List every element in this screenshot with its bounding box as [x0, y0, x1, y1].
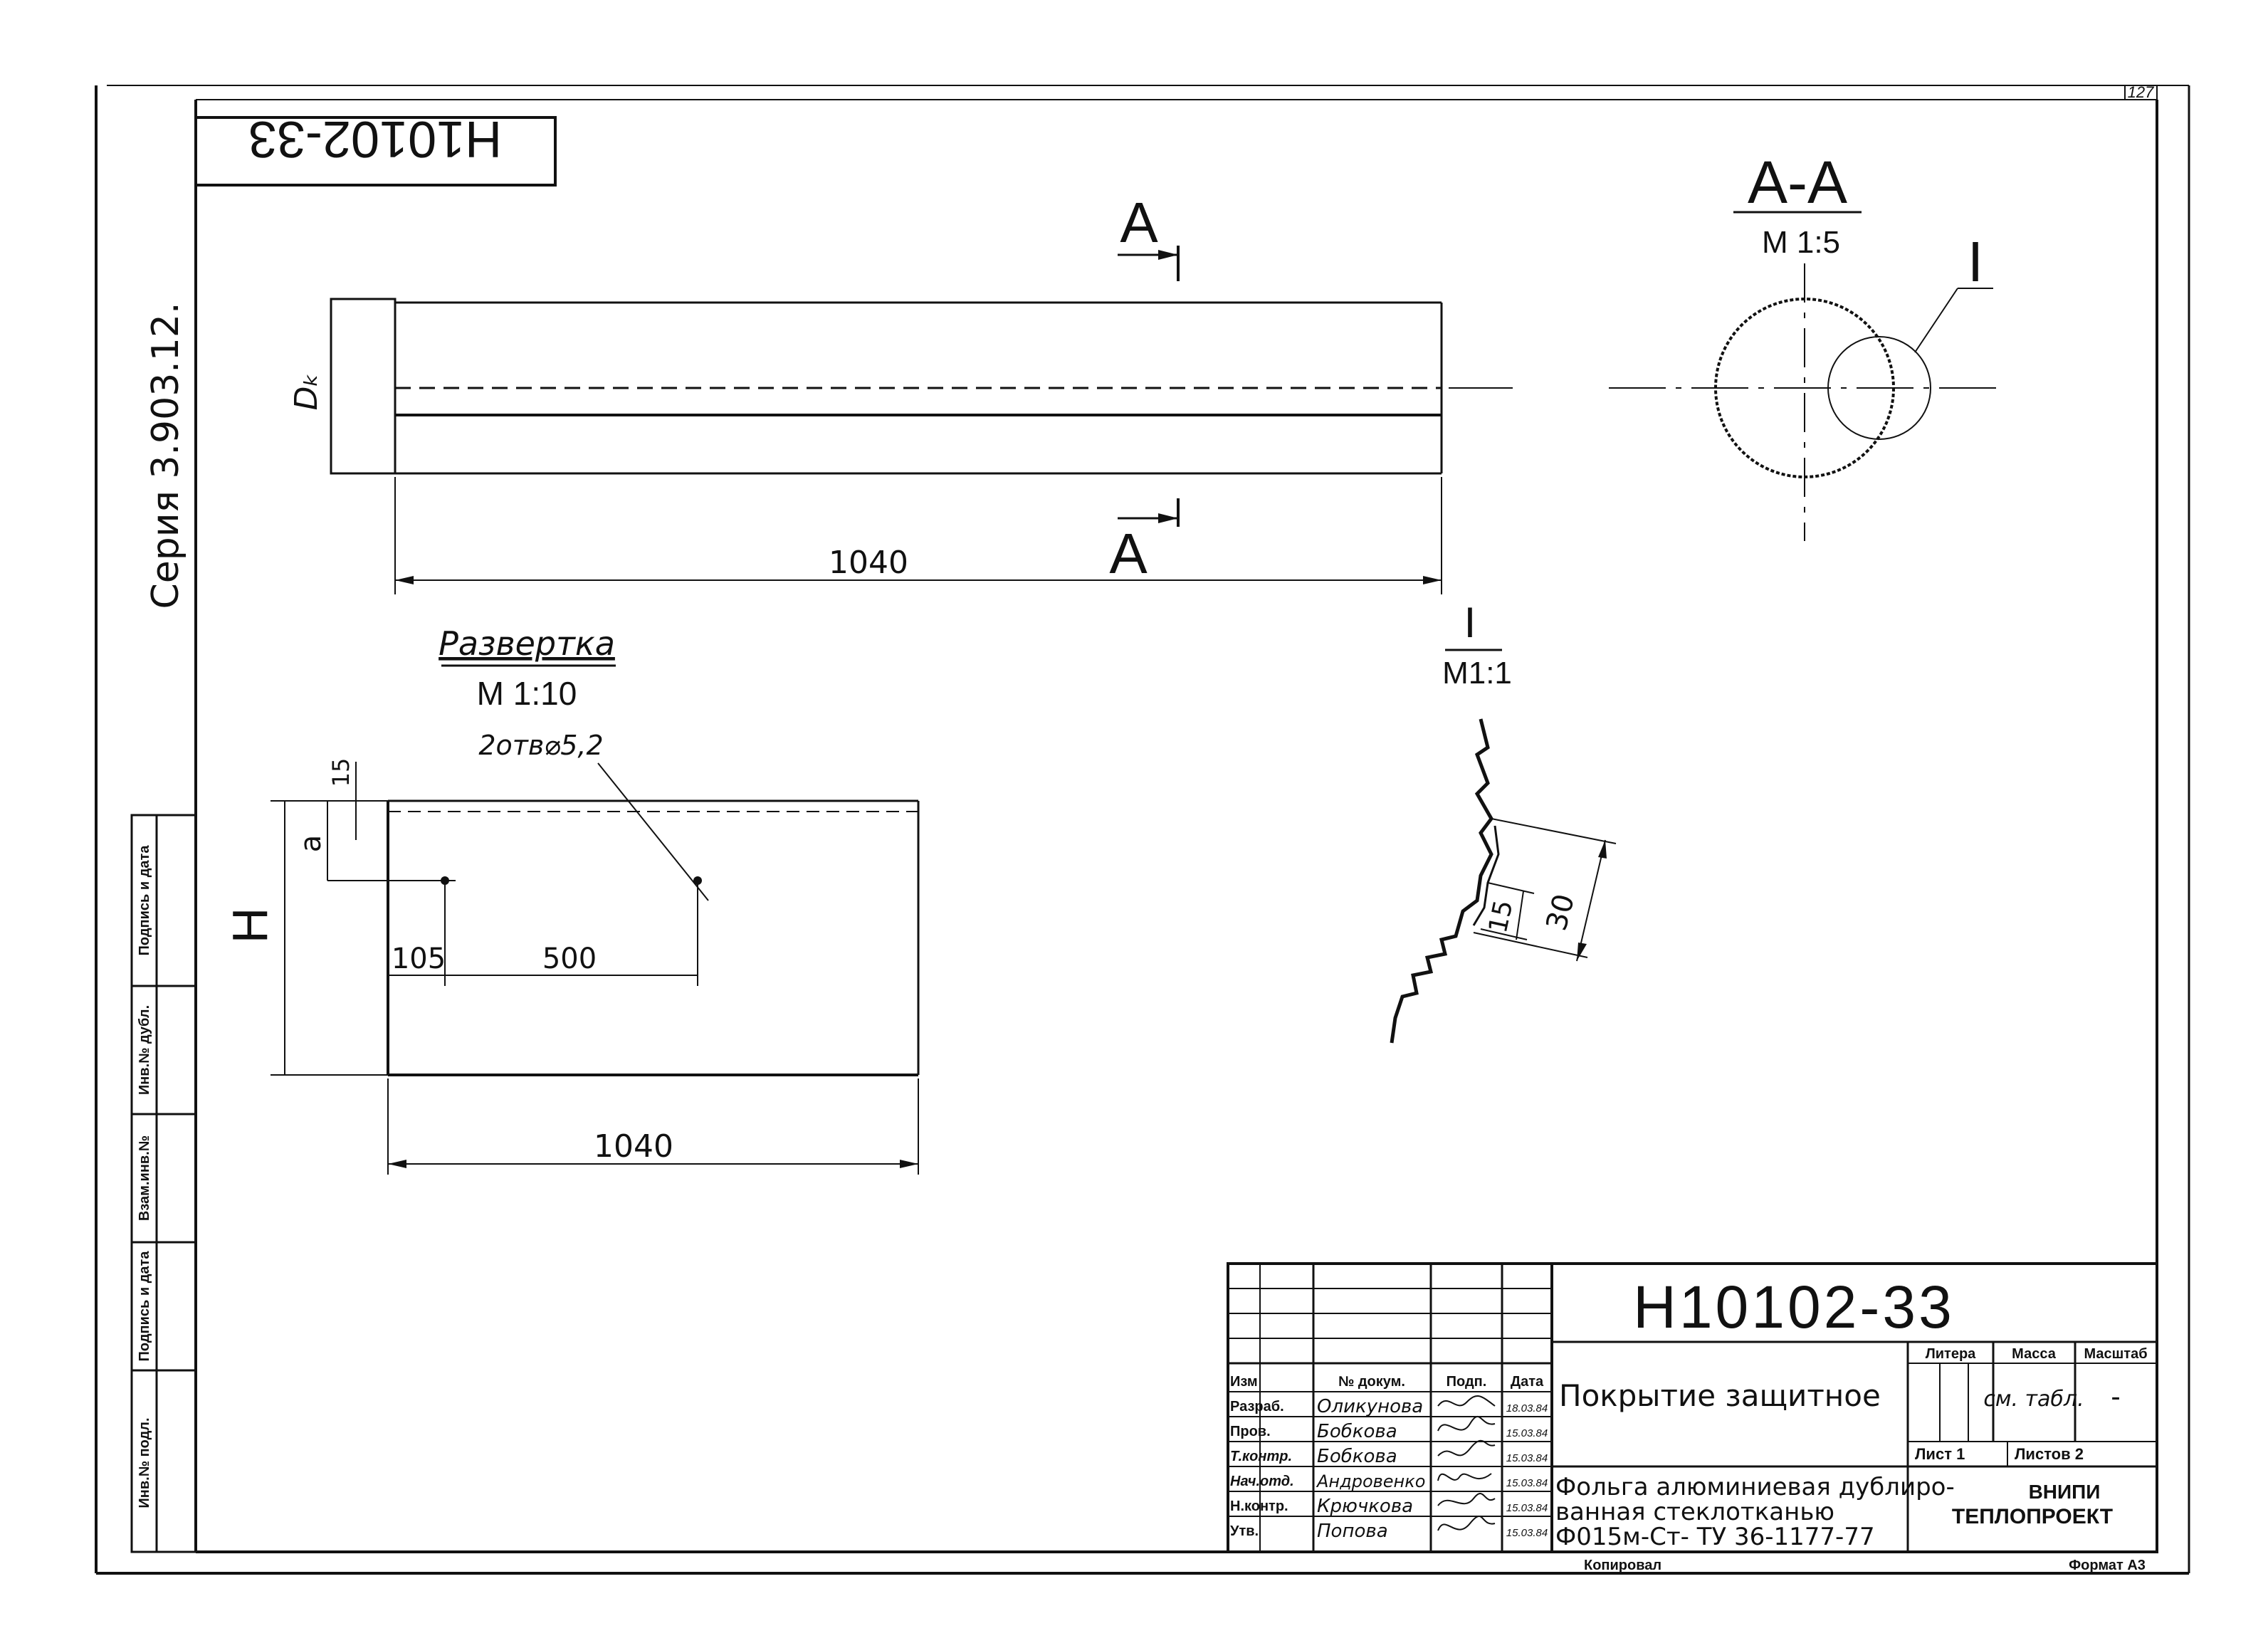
hdr-date: Дата [1511, 1374, 1544, 1390]
scale-label: Масштаб [2084, 1346, 2147, 1362]
unfold-view: Развертка М 1:10 2отв⌀5,2 15 a H 105 500 [222, 624, 920, 1175]
sheet-number: 127 [2128, 83, 2154, 101]
date-4: 15.03.84 [1506, 1502, 1548, 1514]
hdr-izm: Изм [1230, 1374, 1258, 1390]
sheets-label: Листов 2 [2015, 1445, 2084, 1463]
main-view: Dₖ 1040 А А [288, 191, 1513, 594]
signatures [1437, 1395, 1496, 1531]
sheet-label: Лист 1 [1915, 1445, 1965, 1463]
sheet-number-box [2124, 85, 2158, 100]
material-line-3: Ф015м-Ст- ТУ 36-1177-77 [1555, 1523, 1875, 1551]
main-length: 1040 [829, 545, 908, 581]
unfold-title: Развертка [439, 624, 615, 663]
mass-label: Масса [2012, 1346, 2057, 1362]
detail-dim-30: 30 [1540, 891, 1582, 934]
unfold-dim-h: H [222, 908, 278, 944]
title-block [1227, 1262, 2158, 1553]
date-0: 18.03.84 [1506, 1402, 1548, 1415]
section-mark-bottom: А [1109, 522, 1148, 585]
role-4: Н.контр. [1230, 1499, 1288, 1514]
unfold-dim-15: 15 [327, 758, 355, 787]
material-line-1: Фольга алюминиевая дублиро- [1555, 1473, 1955, 1501]
detail-i-scale: М1:1 [1442, 656, 1512, 691]
name-4: Крючкова [1317, 1496, 1413, 1517]
date-3: 15.03.84 [1506, 1477, 1548, 1489]
name-1: Бобкова [1317, 1421, 1397, 1442]
detail-dim-15: 15 [1484, 898, 1519, 935]
unfold-holes: 2отв⌀5,2 [478, 730, 603, 761]
scale-value: - [2111, 1381, 2120, 1412]
diameter-label: Dₖ [288, 373, 325, 411]
title-code: Н10102-33 [1633, 1274, 1955, 1340]
date-1: 15.03.84 [1506, 1427, 1548, 1439]
unfold-dim-105: 105 [392, 943, 446, 975]
role-5: Утв. [1230, 1523, 1259, 1539]
side-stamp-sign-1: Подпись и дата [137, 1251, 152, 1362]
name-3: Андровенко [1316, 1471, 1425, 1491]
mass-value: см. табл. [1983, 1387, 2084, 1412]
hdr-sign: Подп. [1447, 1374, 1487, 1390]
org-line-1: ВНИПИ [2029, 1481, 2101, 1503]
detail-mark: I [1968, 230, 1983, 293]
side-stamp [130, 814, 197, 1553]
title-name: Покрытие защитное [1559, 1378, 1881, 1413]
stamp-code: Н10102-33 [248, 110, 502, 167]
section-mark-top: А [1120, 191, 1158, 254]
detail-i-title: I [1464, 599, 1476, 646]
sheet-frame [95, 85, 2190, 1575]
date-5: 15.03.84 [1506, 1527, 1548, 1539]
copied-label: Копировал [1584, 1558, 1661, 1573]
role-3: Нач.отд. [1230, 1474, 1294, 1489]
stamp-code-box [194, 116, 557, 187]
section-aa-scale: М 1:5 [1762, 225, 1840, 260]
side-stamp-sign-2: Подпись и дата [137, 845, 152, 956]
name-5: Попова [1317, 1521, 1388, 1542]
name-2: Бобкова [1317, 1446, 1397, 1467]
unfold-scale: М 1:10 [477, 675, 577, 712]
format-label: Формат А3 [2069, 1558, 2146, 1573]
series-label: Серия 3.903.12. [145, 302, 187, 609]
side-stamp-inv: Инв.№ подл. [137, 1417, 152, 1508]
org-line-2: ТЕПЛОПРОЕКТ [1952, 1505, 2113, 1528]
litera-label: Литера [1926, 1346, 1976, 1362]
unfold-dim-500: 500 [542, 943, 597, 975]
side-stamp-dup: Инв.№ дубл. [137, 1005, 152, 1095]
unfold-length: 1040 [594, 1128, 673, 1165]
material-line-2: ванная стеклотканью [1555, 1498, 1834, 1526]
name-0: Оликунова [1317, 1396, 1423, 1417]
date-2: 15.03.84 [1506, 1452, 1548, 1464]
section-aa-title: А-А [1748, 149, 1847, 216]
unfold-dim-a: a [295, 835, 327, 853]
detail-i: I М1:1 30 15 [1390, 599, 1617, 1044]
section-aa: А-А М 1:5 I [1609, 149, 2000, 541]
role-2: Т.контр. [1230, 1449, 1292, 1464]
hdr-doc: № докум. [1338, 1374, 1405, 1390]
role-1: Пров. [1230, 1424, 1271, 1439]
side-stamp-replace: Взам.инв.№ [137, 1135, 152, 1221]
role-0: Разраб. [1230, 1399, 1284, 1415]
